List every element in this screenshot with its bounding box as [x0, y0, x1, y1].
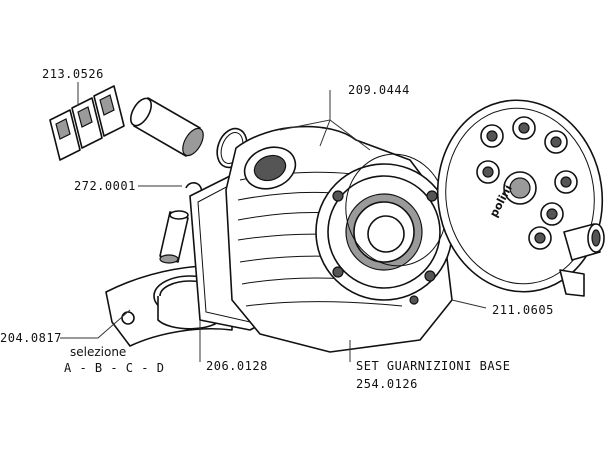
small-pin	[159, 210, 189, 264]
label-circlip: 272.0001	[74, 179, 136, 193]
label-gasket-set-code: 254.0126	[356, 377, 418, 391]
label-base-gasket: 206.0128	[206, 359, 268, 373]
label-selection-values: A - B - C - D	[64, 361, 164, 375]
cylinder-head	[436, 99, 605, 297]
label-gasket-set-title: SET GUARNIZIONI BASE	[356, 359, 511, 373]
leader-lines	[60, 90, 487, 362]
label-liner: 204.0817	[0, 331, 62, 345]
label-head: 211.0605	[492, 303, 554, 317]
reed-petals	[49, 82, 125, 161]
piston-pin	[129, 97, 204, 157]
label-reed-petals: 213.0526	[42, 67, 104, 81]
label-selection-title: selezione	[70, 345, 126, 359]
label-cylinder: 209.0444	[348, 83, 410, 97]
cylinder	[225, 125, 453, 353]
